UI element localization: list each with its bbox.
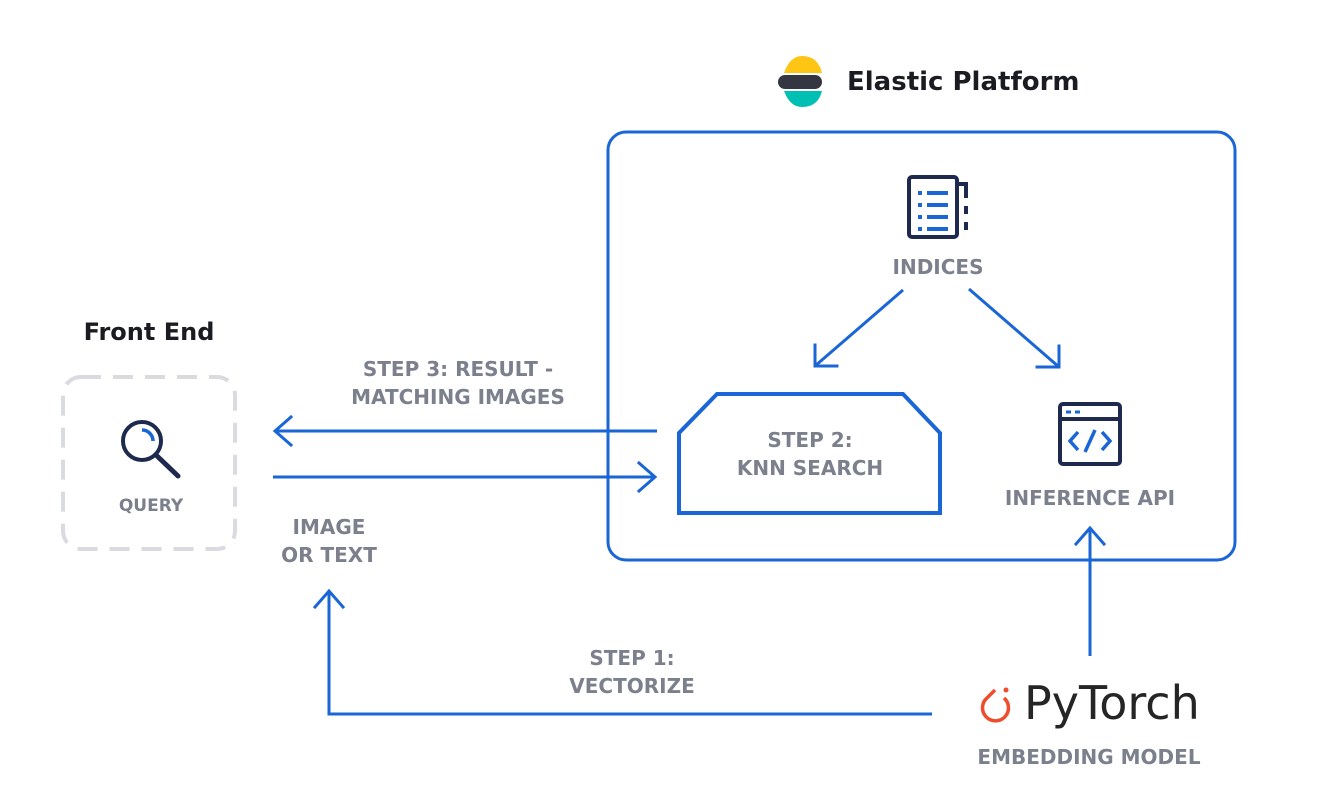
indices-to-knn-arrow [813,288,904,368]
pytorch-to-inference-arrow [1073,525,1107,656]
platform-title: Elastic Platform [847,67,1080,97]
code-window-icon [1058,402,1122,466]
query-box [61,375,237,551]
inference-api-label: INFERENCE API [1005,486,1175,510]
search-icon [121,420,181,479]
elastic-logo-icon [778,56,822,107]
or-text-label: OR TEXT [281,543,377,567]
knn-step-label: STEP 2: [767,428,852,452]
image-label: IMAGE [293,515,366,539]
step1-label-line1: STEP 1: [589,646,674,670]
platform-container [606,130,1237,562]
vectorize-arrow [312,588,932,716]
step3-label-line1: STEP 3: RESULT - [363,357,553,381]
front-end-title: Front End [84,318,215,346]
step3-label-line2: MATCHING IMAGES [351,385,565,409]
embedding-model-label: EMBEDDING MODEL [977,745,1200,769]
query-arrow [273,460,658,494]
knn-search-box [677,392,942,515]
pytorch-logo-icon [980,687,1011,723]
step1-label-line2: VECTORIZE [569,674,694,698]
knn-search-label: KNN SEARCH [737,456,883,480]
result-arrow [272,414,657,448]
indices-to-inference-arrow [968,287,1061,369]
indices-label: INDICES [893,255,984,279]
pytorch-wordmark: PyTorch [1024,676,1200,730]
query-label: QUERY [119,496,184,516]
document-list-icon [907,175,968,239]
